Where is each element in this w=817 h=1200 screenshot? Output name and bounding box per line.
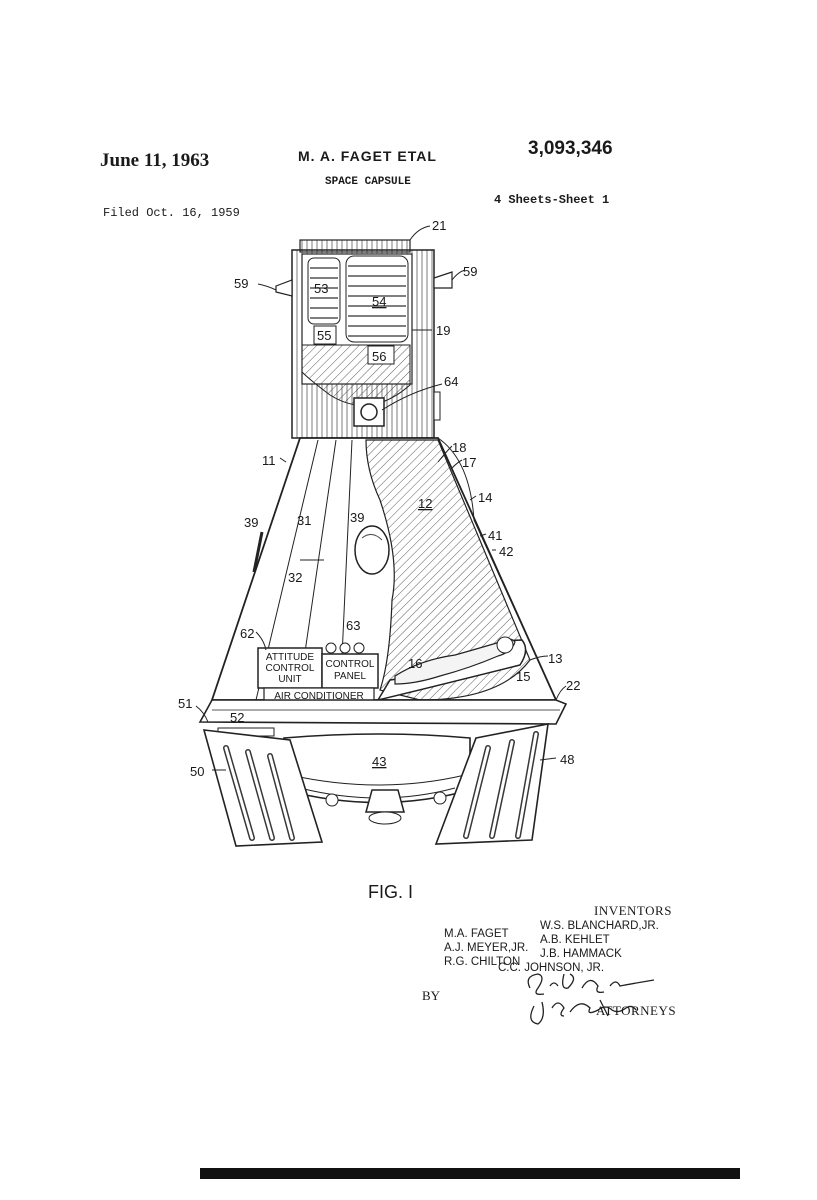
inventor-name: A.J. MEYER,JR. — [444, 942, 529, 954]
ref-59-left: 59 — [234, 276, 248, 291]
ref-59-right: 59 — [463, 264, 477, 279]
patent-number: 3,093,346 — [528, 138, 613, 159]
ref-51: 51 — [178, 696, 192, 711]
figure-caption: FIG. I — [368, 882, 413, 902]
ref-16: 16 — [408, 656, 422, 671]
space-capsule-drawing: 21 59 59 53 54 55 56 19 64 18 17 11 12 1… — [178, 218, 580, 847]
air-conditioner-label: AIR CONDITIONER — [274, 691, 363, 702]
heat-shield-rim — [198, 699, 568, 725]
ref-55: 55 — [317, 328, 331, 343]
inventor-name: C.C. JOHNSON, JR. — [498, 962, 605, 974]
ref-31: 31 — [297, 513, 311, 528]
ref-54: 54 — [372, 294, 386, 309]
scan-edge-bar — [200, 1168, 740, 1179]
ref-63: 63 — [346, 618, 360, 633]
inventor-name: R.G. CHILTON — [444, 956, 521, 968]
ref-50: 50 — [190, 764, 204, 779]
panel-label-2: PANEL — [334, 671, 366, 682]
main-chute-pack — [345, 255, 409, 343]
by-label: BY — [422, 988, 441, 1003]
filed-date: Filed Oct. 16, 1959 — [103, 206, 240, 220]
attorneys-label: ATTORNEYS — [596, 1003, 677, 1018]
ref-17: 17 — [462, 455, 476, 470]
ref-18: 18 — [452, 440, 466, 455]
attitude-label-3: UNIT — [278, 674, 301, 685]
ref-12: 12 — [418, 496, 432, 511]
box-56 — [367, 345, 395, 365]
nozzle-left — [275, 279, 293, 297]
ref-43: 43 — [372, 754, 386, 769]
landing-fin-left — [202, 729, 324, 847]
ref-48: 48 — [560, 752, 574, 767]
panel-label-1: CONTROL — [326, 659, 375, 670]
patent-date: June 11, 1963 — [100, 150, 210, 171]
ref-53: 53 — [314, 281, 328, 296]
inventor-name: A.B. KEHLET — [540, 934, 610, 946]
ref-13: 13 — [548, 651, 562, 666]
ref-32: 32 — [288, 570, 302, 585]
attitude-label-2: CONTROL — [266, 663, 315, 674]
ref-22: 22 — [566, 678, 580, 693]
control-panel-box — [321, 653, 379, 689]
patent-title: SPACE CAPSULE — [325, 176, 411, 188]
box-55 — [313, 325, 337, 345]
ref-19: 19 — [436, 323, 450, 338]
ref-41: 41 — [488, 528, 502, 543]
window-64 — [353, 397, 385, 427]
retro-nozzle — [365, 789, 405, 813]
inventor-name: M.A. FAGET — [444, 928, 509, 940]
ref-21: 21 — [432, 218, 446, 233]
ref-39-window: 39 — [350, 510, 364, 525]
inventors-heading: INVENTORS — [594, 903, 672, 918]
astronaut-figure — [394, 638, 516, 685]
inventor-name: J.B. HAMMACK — [540, 948, 622, 960]
inventor-heading: M. A. FAGET ETAL — [298, 148, 437, 164]
cabin-cutaway — [365, 439, 531, 701]
attorney-signatures — [527, 973, 655, 1025]
porthole-39 — [354, 525, 390, 575]
attitude-label-1: ATTITUDE — [266, 652, 314, 663]
ref-56: 56 — [372, 349, 386, 364]
drogue-chute-pack — [307, 257, 341, 325]
inventor-name: W.S. BLANCHARD,JR. — [540, 920, 659, 932]
ref-42: 42 — [499, 544, 513, 559]
ref-52: 52 — [230, 710, 244, 725]
attitude-control-box — [257, 647, 323, 689]
ref-11: 11 — [262, 453, 276, 468]
ref-64: 64 — [444, 374, 458, 389]
sheet-count: 4 Sheets-Sheet 1 — [494, 193, 610, 207]
ref-62: 62 — [240, 626, 254, 641]
ref-15: 15 — [516, 669, 530, 684]
ref-14: 14 — [478, 490, 492, 505]
ref-39-left: 39 — [244, 515, 258, 530]
nozzle-right — [433, 271, 453, 289]
